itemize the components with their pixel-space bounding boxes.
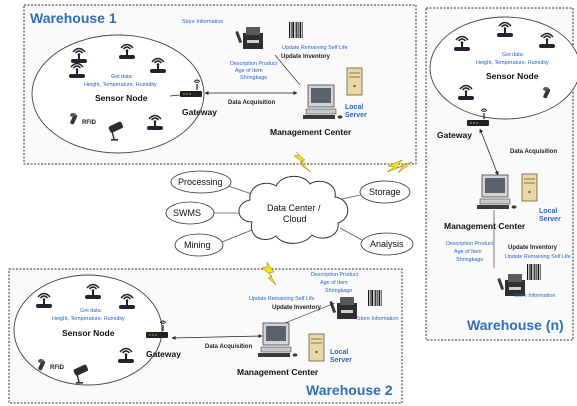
store-information-label: Store Information bbox=[357, 316, 398, 322]
local-server-label: Server bbox=[330, 357, 352, 364]
lightning-icon bbox=[293, 151, 312, 173]
management-center-label: Management Center bbox=[444, 221, 526, 231]
local-server-label: Server bbox=[539, 216, 561, 223]
rfid-label: RFID bbox=[50, 365, 65, 371]
data-acquisition-arrow bbox=[479, 128, 499, 176]
sensor-node-cluster bbox=[429, 16, 577, 120]
get-data-fields-label: Height, Temperature, Humidity bbox=[52, 316, 125, 322]
sensor-node-label: Sensor Node bbox=[486, 71, 539, 81]
server-icon bbox=[308, 333, 325, 362]
cloud-group: Data Center / Cloud Processing SWMS Mini… bbox=[165, 170, 414, 257]
store-information-label: Store Information bbox=[182, 19, 223, 25]
lightning-icon bbox=[386, 159, 413, 174]
get-data-fields-label: Height, Temperature, Humidity bbox=[84, 82, 157, 88]
get-data-label: Get data: bbox=[111, 74, 133, 80]
age-of-item-label: Age of Item bbox=[320, 280, 348, 286]
computer-to-printer-link bbox=[274, 54, 301, 86]
description-product-label: Description Product bbox=[230, 61, 278, 67]
local-server-label: Local bbox=[539, 208, 557, 215]
service-storage bbox=[359, 180, 411, 204]
local-server-label: Server bbox=[345, 112, 367, 119]
service-mining bbox=[174, 233, 224, 257]
local-server-label: Local bbox=[345, 104, 363, 111]
data-acquisition-arrow bbox=[171, 334, 263, 340]
warehouse-1-title: Warehouse 1 bbox=[30, 10, 117, 26]
management-center-label: Management Center bbox=[237, 367, 319, 377]
warehouse-1-group: Warehouse 1 Get data: Height, Temperatur… bbox=[23, 4, 417, 165]
update-shelf-life-label: Update Remaining Self Life bbox=[249, 296, 315, 302]
cloud-center-line1: Data Center / bbox=[267, 203, 321, 213]
warehouse-n-title: Warehouse (n) bbox=[467, 317, 564, 333]
age-of-item-label: Age of Item bbox=[454, 249, 482, 255]
lightning-icon bbox=[261, 261, 277, 286]
get-data-label: Get data: bbox=[80, 308, 102, 314]
service-analysis bbox=[360, 232, 414, 256]
cloud-link-mining bbox=[221, 229, 253, 243]
service-swms bbox=[165, 201, 215, 225]
data-acquisition-label: Data Acquisition bbox=[228, 100, 275, 106]
update-shelf-life-label: Update Remaining Self Life bbox=[505, 254, 571, 260]
service-processing-label: Processing bbox=[178, 177, 223, 187]
service-mining-label: Mining bbox=[184, 240, 211, 250]
rfid-label: RFID bbox=[82, 120, 97, 126]
data-acquisition-label: Data Acquisition bbox=[205, 344, 252, 350]
warehouse-2-group: Warehouse 2 Get data: Height, Temperatur… bbox=[8, 268, 403, 404]
cloud-link-analysis bbox=[339, 227, 363, 241]
service-storage-label: Storage bbox=[369, 187, 401, 197]
update-inventory-label: Update Inventory bbox=[508, 245, 558, 251]
description-product-label: Description Product bbox=[311, 272, 359, 278]
get-data-label: Get data: bbox=[502, 52, 524, 58]
server-icon bbox=[346, 67, 363, 96]
computer-to-printer-link bbox=[284, 302, 336, 324]
gateway-label: Gateway bbox=[146, 349, 181, 359]
sensor-node-label: Sensor Node bbox=[62, 328, 115, 338]
update-inventory-label: Update Inventory bbox=[272, 305, 322, 311]
sensor-node-label: Sensor Node bbox=[95, 93, 148, 103]
management-center-label: Management Center bbox=[270, 127, 352, 137]
service-swms-label: SWMS bbox=[173, 208, 201, 218]
cloud-center-line2: Cloud bbox=[283, 214, 307, 224]
warehouse-n-group: Warehouse (n) Get data: Height, Temperat… bbox=[425, 7, 577, 341]
cloud-icon bbox=[238, 175, 349, 244]
data-acquisition-label: Data Acquisition bbox=[510, 149, 557, 155]
service-processing bbox=[170, 170, 232, 194]
description-product-label: Description Product bbox=[446, 241, 494, 247]
shrinkage-label: Shringkage bbox=[456, 257, 483, 263]
update-inventory-label: Update Inventory bbox=[281, 54, 331, 60]
age-of-item-label: Age of Item bbox=[235, 68, 263, 74]
gateway-label: Gateway bbox=[182, 107, 217, 117]
get-data-fields-label: Height, Temperature, Humidity bbox=[476, 60, 549, 66]
warehouse-2-title: Warehouse 2 bbox=[306, 382, 393, 398]
sensor-to-gateway-link bbox=[169, 94, 181, 97]
server-icon bbox=[521, 173, 538, 202]
update-shelf-life-label: Update Remaining Self Life bbox=[282, 45, 348, 51]
shrinkage-label: Shringkage bbox=[325, 288, 352, 294]
gateway-label: Gateway bbox=[437, 130, 472, 140]
store-information-label: Store Information bbox=[514, 293, 555, 299]
service-analysis-label: Analysis bbox=[370, 239, 404, 249]
shrinkage-label: Shringkage bbox=[240, 75, 267, 81]
local-server-label: Local bbox=[330, 349, 348, 356]
